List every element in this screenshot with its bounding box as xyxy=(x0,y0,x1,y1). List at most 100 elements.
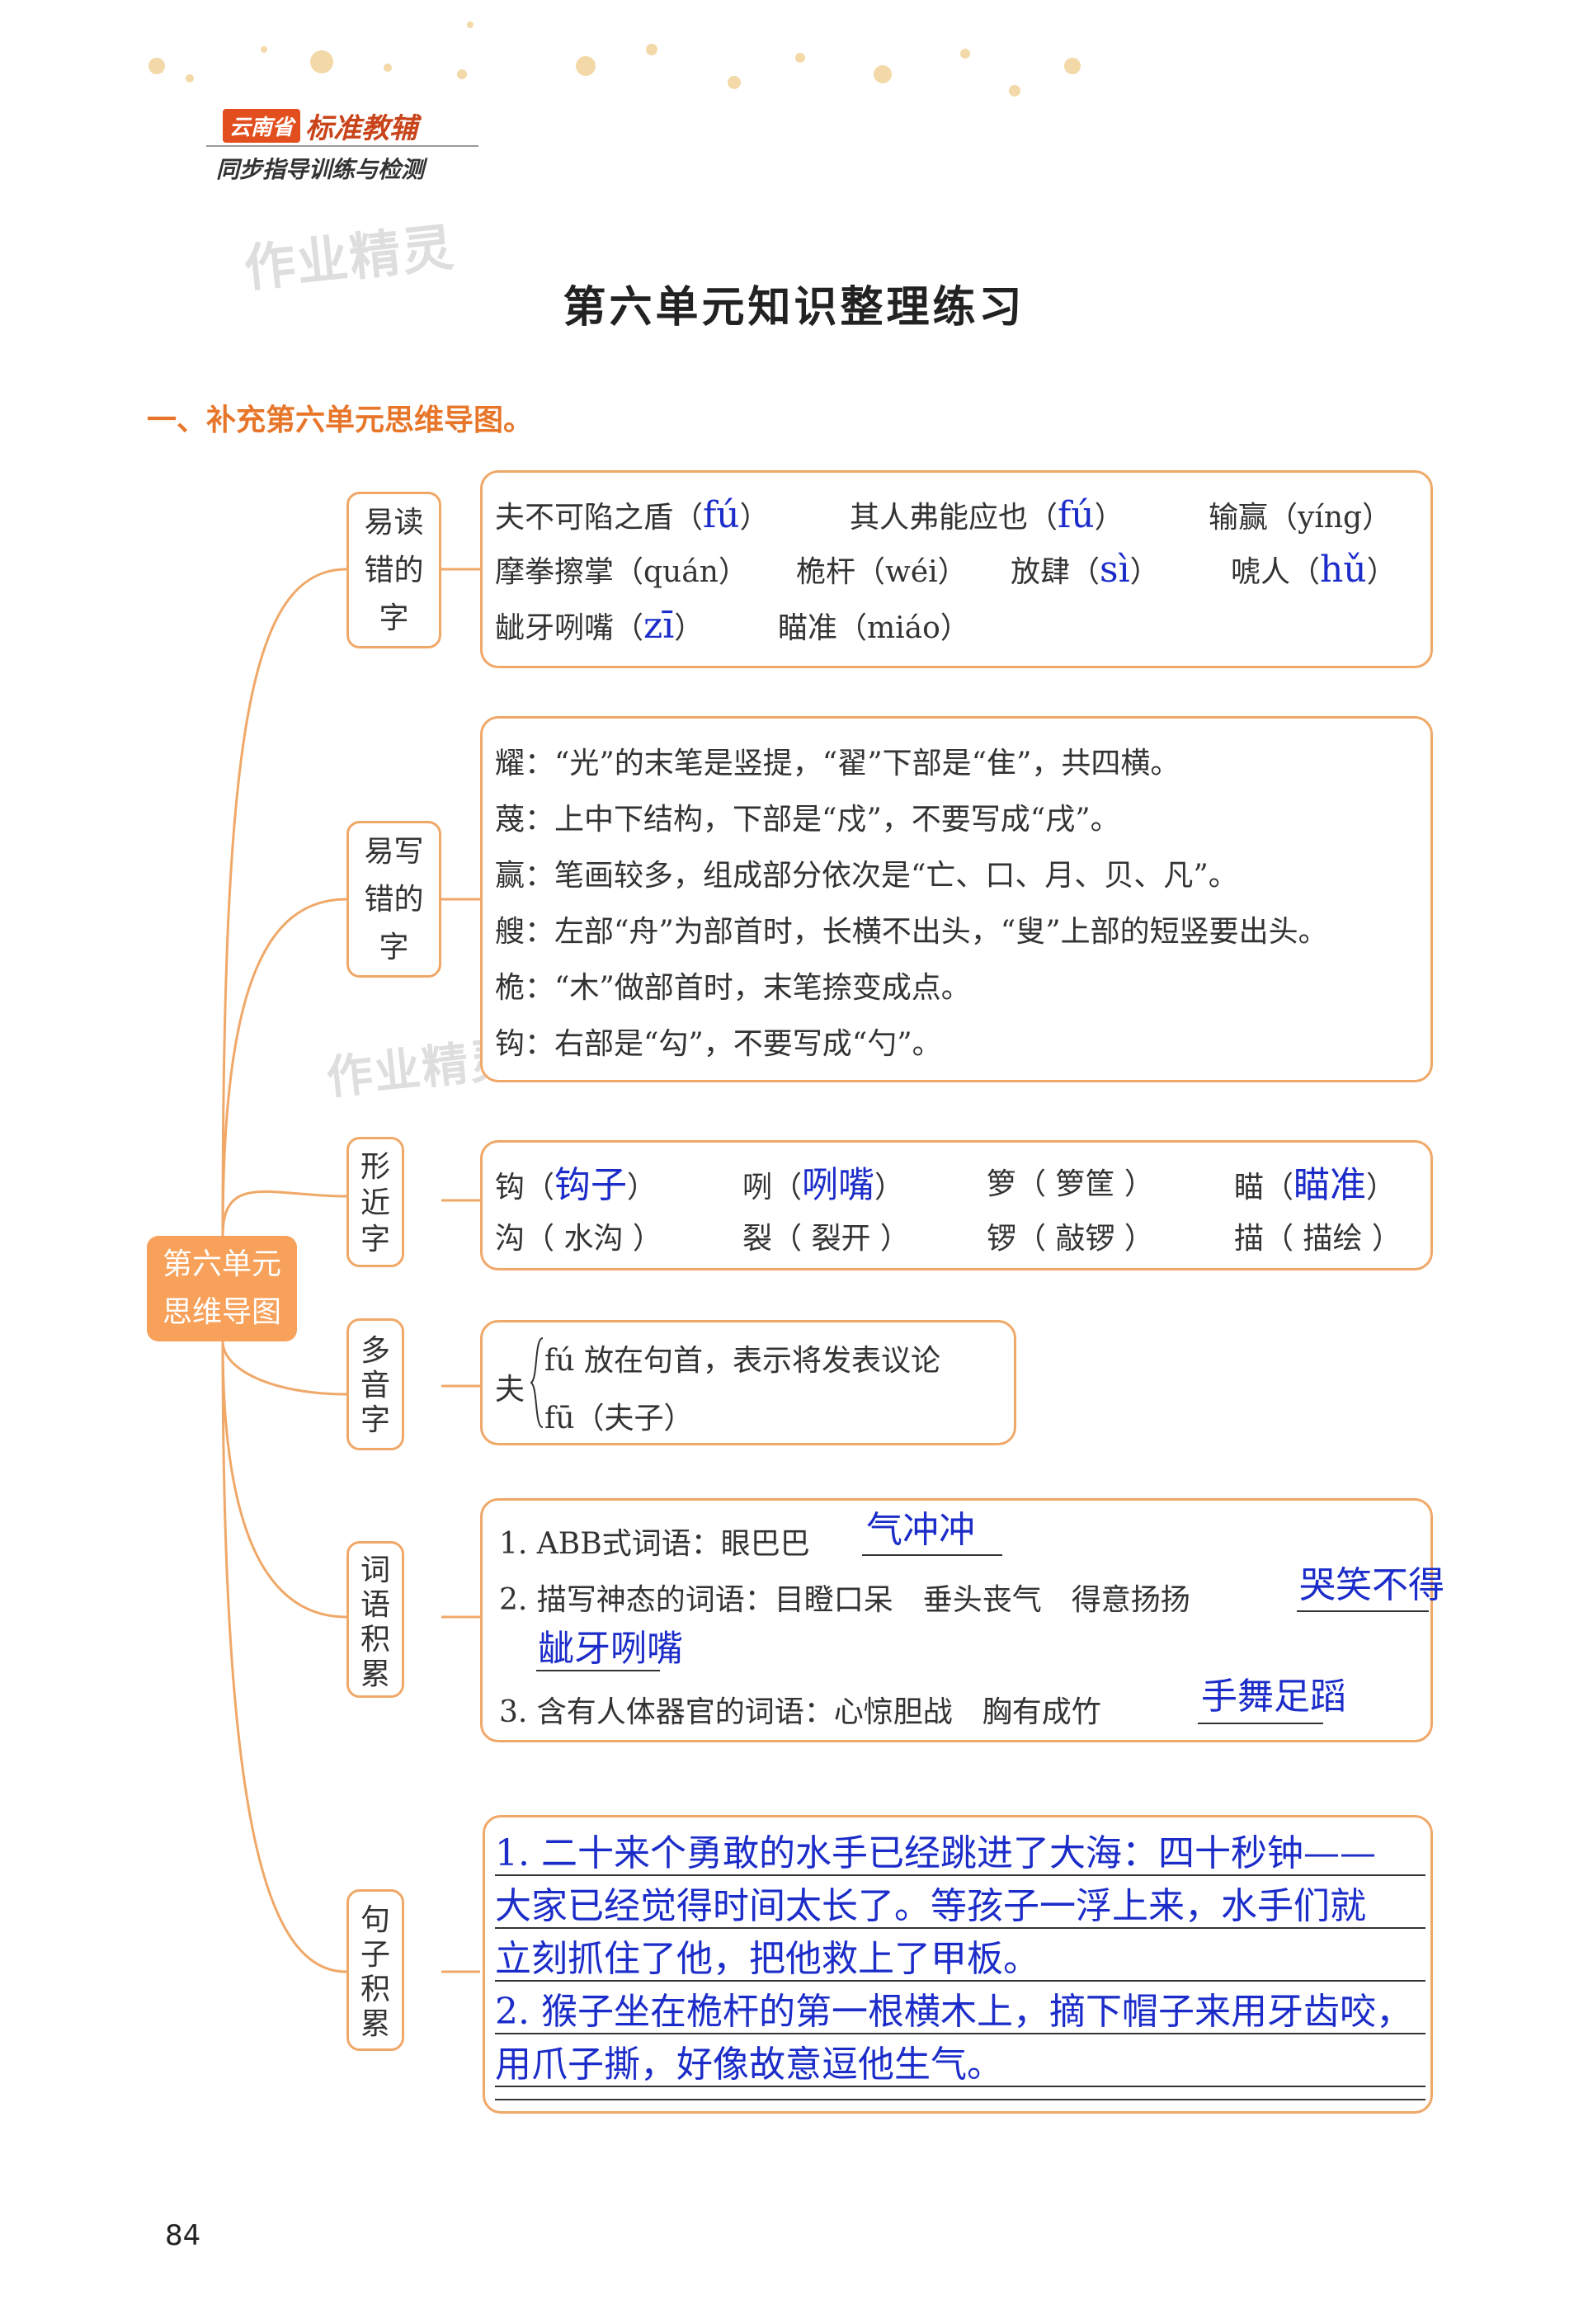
label-line: 易读 xyxy=(364,506,424,540)
label-line: 错的 xyxy=(364,883,424,917)
char: 裂 xyxy=(742,1222,773,1256)
box-easy-write xyxy=(480,716,1433,1082)
sentence-line: 2. 猴子坐在桅杆的第一根横木上，摘下帽子来用牙齿咬， xyxy=(495,1991,1412,2033)
similar-row1-item1: 钩（钩子） xyxy=(495,1164,657,1206)
handwritten-answer: 咧嘴 xyxy=(802,1164,875,1206)
easy-read-row1-item2: 其人弗能应也（fú） xyxy=(850,493,1124,536)
label-line: 近 xyxy=(360,1186,390,1220)
char: 描 xyxy=(1234,1222,1265,1256)
char: 钩 xyxy=(495,1171,525,1204)
brand-box: 云南省 xyxy=(223,108,301,143)
center-node: 第六单元 思维导图 xyxy=(147,1236,297,1341)
answer-underline xyxy=(1297,1610,1429,1612)
words-item-1: 1. ABB式词语：眼巴巴 xyxy=(499,1527,810,1561)
label-line: 字 xyxy=(360,1223,390,1256)
branch-label-polyphone: 多 音 字 xyxy=(346,1318,404,1450)
words-item-3: 3. 含有人体器官的词语：心惊胆战 胸有成竹 xyxy=(499,1695,1101,1729)
sentence-underline xyxy=(495,1980,1425,1982)
label-line: 子 xyxy=(360,1938,390,1972)
item-text: 龇牙咧嘴（ xyxy=(495,611,644,645)
decorative-dots xyxy=(148,21,1081,97)
similar-row2-item3: 锣（ 敲锣 ） xyxy=(987,1222,1154,1256)
label-line: 句 xyxy=(360,1903,390,1937)
sentence-underline xyxy=(495,1874,1425,1876)
answer-underline xyxy=(862,1554,1002,1556)
sentence-line: 1. 二十来个勇敢的水手已经跳进了大海：四十秒钟—— xyxy=(495,1832,1376,1874)
answer: 水沟 xyxy=(563,1222,624,1256)
answer: 裂开 xyxy=(811,1222,871,1256)
label-line: 错的 xyxy=(364,554,424,587)
easy-write-line: 赢：笔画较多，组成部分依次是“亡、口、月、贝、凡”。 xyxy=(495,859,1238,893)
easy-read-row2-item3: 放肆（sì） xyxy=(1011,548,1160,591)
similar-row2-item1: 沟（ 水沟 ） xyxy=(495,1222,662,1256)
easy-write-line: 艘：左部“舟”为部首时，长横不出头，“叟”上部的短竖要出头。 xyxy=(495,915,1328,949)
sentence-underline xyxy=(495,2033,1425,2034)
box-polyphone xyxy=(480,1320,1016,1445)
box-easy-read xyxy=(480,470,1433,668)
branch-label-similar: 形 近 字 xyxy=(346,1137,404,1267)
branch-label-words: 词 语 积 累 xyxy=(346,1541,404,1698)
section-heading: 一、补充第六单元思维导图。 xyxy=(147,403,534,437)
easy-read-row2-item4: 唬人（hǔ） xyxy=(1231,548,1397,591)
item-close: ） xyxy=(674,611,704,645)
words-item-2-answer-1: 哭笑不得 xyxy=(1299,1564,1444,1606)
handwritten-answer: fú xyxy=(1058,494,1095,536)
char: 瞄 xyxy=(1234,1171,1265,1204)
item-close: ） xyxy=(1094,501,1124,535)
label-line: 形 xyxy=(360,1150,390,1184)
item-text: 放肆（ xyxy=(1011,555,1100,589)
answer: 箩筐 xyxy=(1055,1167,1115,1201)
words-item-3-answer: 手舞足蹈 xyxy=(1201,1676,1346,1718)
similar-row2-item2: 裂（ 裂开 ） xyxy=(742,1222,910,1256)
similar-row2-item4: 描（ 描绘 ） xyxy=(1234,1222,1402,1256)
branch-label-easy-write: 易写 错的 字 xyxy=(346,821,441,978)
easy-write-line: 蔑：上中下结构，下部是“戍”，不要写成“戌”。 xyxy=(495,803,1120,837)
handwritten-answer: 瞄准 xyxy=(1293,1164,1367,1206)
item-close: ） xyxy=(739,501,770,535)
polyphone-reading-1: fú 放在句首，表示将发表议论 xyxy=(544,1344,940,1378)
similar-row1-item2: 咧（咧嘴） xyxy=(742,1164,905,1206)
brand-logo: 云南省 标准教辅 xyxy=(223,107,417,145)
sentence-underline xyxy=(495,2086,1425,2087)
handwritten-answer: zī xyxy=(643,605,675,647)
item-close: ） xyxy=(1366,555,1397,589)
label-line: 积 xyxy=(360,1623,390,1657)
center-node-line2: 思维导图 xyxy=(162,1295,281,1329)
handwritten-answer: fú xyxy=(703,494,740,536)
box-similar xyxy=(480,1140,1433,1270)
words-item-2: 2. 描写神态的词语：目瞪口呆 垂头丧气 得意扬扬 xyxy=(499,1583,1190,1617)
page-number: 84 xyxy=(165,2219,201,2252)
easy-read-row3-item1: 龇牙咧嘴（zī） xyxy=(495,604,704,647)
label-line: 多 xyxy=(360,1334,390,1368)
answer-underline xyxy=(536,1670,660,1671)
label-line: 字 xyxy=(360,1403,390,1437)
answer: 描绘 xyxy=(1303,1222,1363,1256)
item-text: 唬人（ xyxy=(1231,555,1321,589)
brace-icon xyxy=(530,1337,544,1428)
easy-read-row1-item3: 输赢（yíng） xyxy=(1209,501,1392,535)
easy-write-line: 桅：“木”做部首时，末笔捺变成点。 xyxy=(495,971,971,1005)
item-close: ） xyxy=(1129,555,1160,589)
answer-underline xyxy=(1198,1723,1323,1724)
easy-read-row2-item1: 摩拳擦掌（quán） xyxy=(495,555,748,589)
easy-read-row3-item2: 瞄准（miáo） xyxy=(778,611,970,645)
label-line: 字 xyxy=(379,601,409,635)
char: 沟 xyxy=(495,1222,525,1256)
easy-read-row2-item2: 桅杆（wéi） xyxy=(796,555,968,589)
sentence-line: 立刻抓住了他，把他救上了甲板。 xyxy=(495,1938,1039,1980)
sentence-underline xyxy=(495,1927,1425,1929)
char: 咧 xyxy=(742,1171,773,1204)
char: 箩 xyxy=(987,1167,1017,1201)
easy-read-row1-item1: 夫不可陷之盾（fú） xyxy=(495,493,770,536)
label-line: 语 xyxy=(360,1588,390,1622)
polyphone-reading-2: fū（夫子） xyxy=(544,1402,694,1435)
similar-row1-item3: 箩（ 箩筐 ） xyxy=(987,1167,1154,1201)
easy-write-line: 钩：右部是“勾”，不要写成“勺”。 xyxy=(495,1027,942,1061)
page-title: 第六单元知识整理练习 xyxy=(563,283,1025,332)
char: 锣 xyxy=(987,1222,1017,1256)
sentence-underline xyxy=(495,2099,1425,2100)
box-words xyxy=(480,1498,1433,1742)
label-line: 累 xyxy=(360,1657,390,1691)
handwritten-answer: sì xyxy=(1100,549,1130,591)
